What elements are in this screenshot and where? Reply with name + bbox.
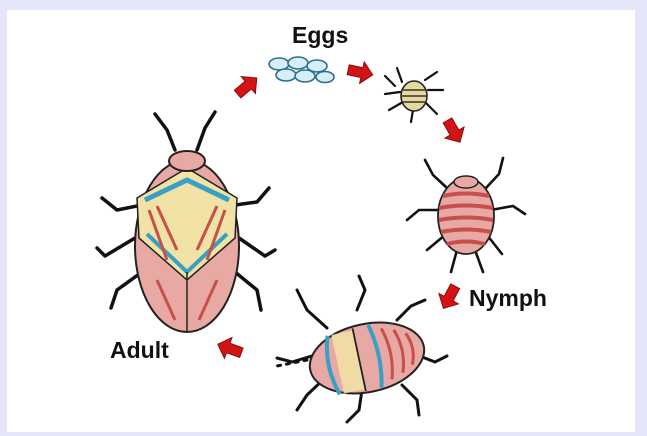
eggs-cluster [269,57,334,83]
arrow-eggs-to-nymph1 [346,59,375,86]
arrow-nymph1-to-nymph2 [438,115,470,148]
arrow-adult-to-eggs [231,70,264,103]
early-nymph [385,68,443,122]
nymph-label: Nymph [469,285,547,312]
adult-bug [97,112,275,332]
adult-label: Adult [110,337,169,364]
middle-nymph [407,158,525,272]
insect-life-cycle-diagram [7,10,635,432]
arrow-nymph2-to-nymph3 [434,281,465,313]
arrow-nymph3-to-adult [214,334,245,363]
late-nymph [277,276,447,422]
lifecycle-panel: Eggs Nymph Adult [7,10,635,432]
eggs-label: Eggs [292,22,348,49]
